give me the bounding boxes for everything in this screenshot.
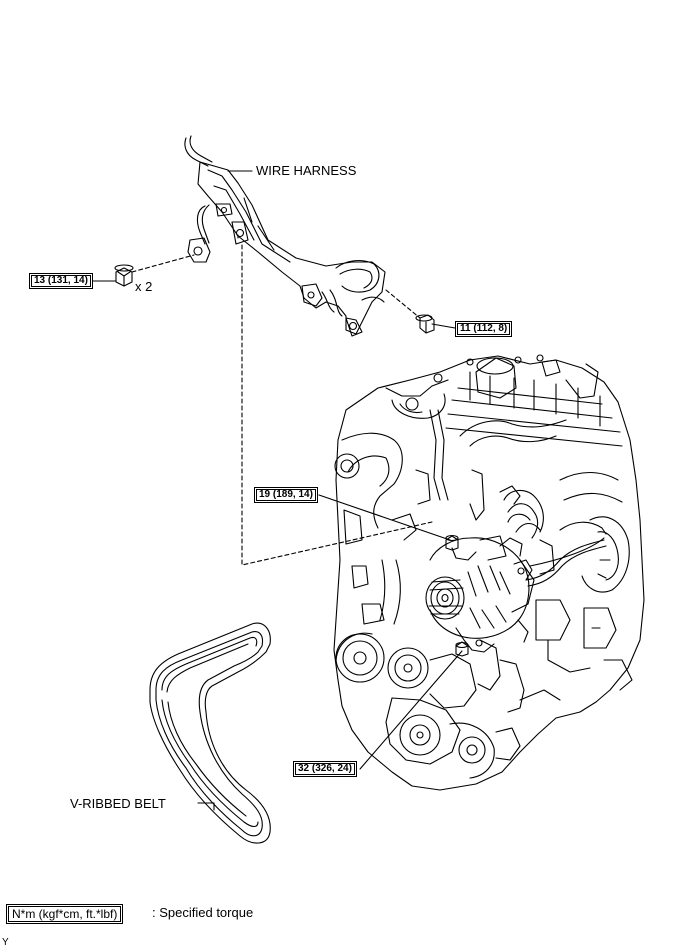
- torque-spec-label: 19 (189, 14): [254, 487, 318, 503]
- alternator: [425, 534, 607, 657]
- v-ribbed-belt: [149, 622, 271, 844]
- torque-legend-text: : Specified torque: [152, 905, 254, 920]
- wire-harness-label: WIRE HARNESS: [256, 163, 357, 178]
- v-ribbed-belt-label: V-RIBBED BELT: [70, 796, 166, 811]
- bolt-icon: [114, 264, 134, 287]
- torque-spec-label: 32 (326, 24): [293, 761, 357, 777]
- engine-block: [333, 354, 645, 791]
- corner-mark: Y: [2, 937, 9, 948]
- bolt-icon: [415, 314, 435, 334]
- quantity-label: x 2: [135, 279, 153, 294]
- torque-legend-box: N*m (kgf*cm, ft.*lbf): [6, 904, 124, 924]
- wire-harness-bracket: [184, 135, 386, 337]
- torque-spec-label: 13 (131, 14): [29, 273, 93, 289]
- torque-spec-label: 11 (112, 8): [455, 321, 513, 337]
